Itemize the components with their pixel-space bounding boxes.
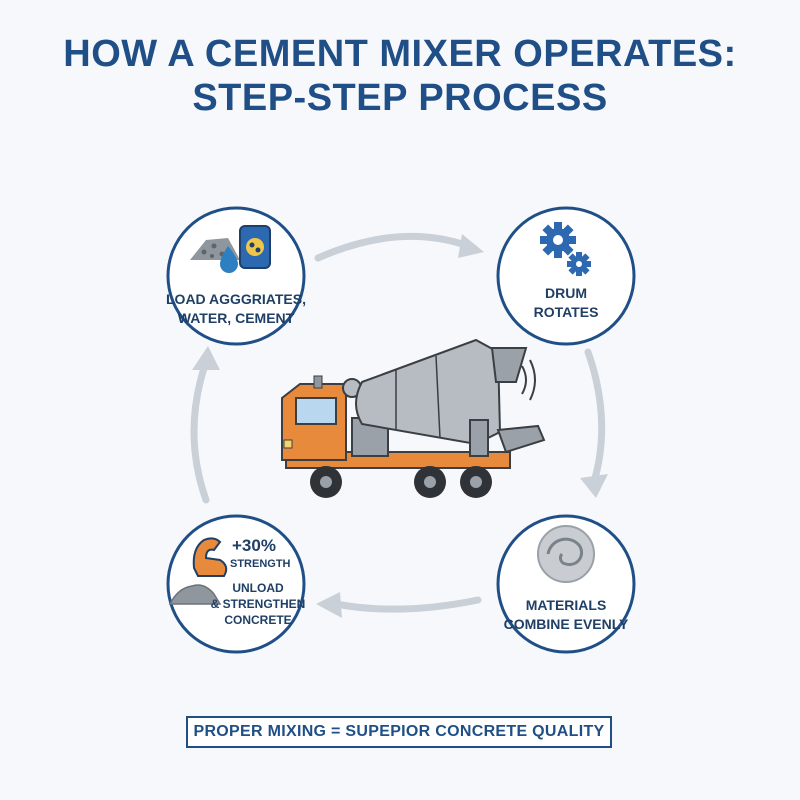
step-combine-line-1: MATERIALS xyxy=(525,597,607,613)
step-circles xyxy=(166,206,636,654)
arrowhead-4 xyxy=(192,346,220,370)
step-label-combine: MATERIALS COMBINE EVENLY xyxy=(496,596,636,634)
cement-bag-icon xyxy=(239,225,271,269)
mixer-hopper xyxy=(490,347,528,383)
page-title: HOW A CEMENT MIXER OPERATES: STEP-STEP P… xyxy=(0,32,800,120)
step-unload-line-3: CONCRETE xyxy=(224,613,292,627)
step-load-line-1: LOAD AGGGRIATES, xyxy=(166,291,306,307)
step-rotate-line-1: DRUM xyxy=(545,285,587,301)
arrow-load-to-rotate xyxy=(314,232,472,262)
step-circle-combine xyxy=(496,514,636,654)
step-label-rotate: DRUM ROTATES xyxy=(496,284,636,322)
step-label-load: LOAD AGGGRIATES, WATER, CEMENT xyxy=(166,290,306,328)
step-combine-line-2: COMBINE EVENLY xyxy=(503,616,629,632)
truck-window xyxy=(295,397,337,425)
arrow-heads xyxy=(192,234,608,618)
step-unload-line-2: & STRENGTHEN xyxy=(210,597,306,611)
swirl-icon xyxy=(537,525,595,583)
strength-stat-label: STRENGTH xyxy=(230,558,291,570)
title-line-1: HOW A CEMENT MIXER OPERATES: xyxy=(63,33,737,75)
cement-truck-illustration xyxy=(281,338,546,498)
water-drop-icon xyxy=(220,246,238,273)
mixer-chute xyxy=(496,424,546,454)
mixer-drum xyxy=(355,338,502,446)
step-rotate-line-2: ROTATES xyxy=(533,304,599,320)
step-load-line-2: WATER, CEMENT xyxy=(177,310,295,326)
gears-icon xyxy=(540,222,591,276)
cycle-arrows xyxy=(190,232,606,613)
arrow-unload-to-load xyxy=(190,358,210,504)
title-line-2: STEP-STEP PROCESS xyxy=(192,77,608,119)
truck-exhaust xyxy=(313,375,323,389)
strength-stat: +30% xyxy=(232,536,276,555)
truck-cab-light xyxy=(283,439,293,449)
step-unload-line-1: UNLOAD xyxy=(232,581,284,595)
rear-support xyxy=(469,419,489,457)
truck-wheels xyxy=(310,466,492,498)
step-circle-rotate xyxy=(496,206,636,346)
arrow-combine-to-unload xyxy=(332,596,482,613)
flexed-arm-icon xyxy=(192,537,228,577)
concrete-pile-icon xyxy=(168,584,222,605)
footer-banner: PROPER MIXING = SUPEPIOR CONCRETE QUALIT… xyxy=(186,716,612,748)
arrow-rotate-to-combine xyxy=(584,348,606,486)
arrowhead-1 xyxy=(458,234,484,258)
arrowhead-2 xyxy=(580,474,608,498)
step-label-unload: UNLOAD & STRENGTHEN CONCRETE xyxy=(206,580,310,628)
arrowhead-3 xyxy=(316,592,342,618)
